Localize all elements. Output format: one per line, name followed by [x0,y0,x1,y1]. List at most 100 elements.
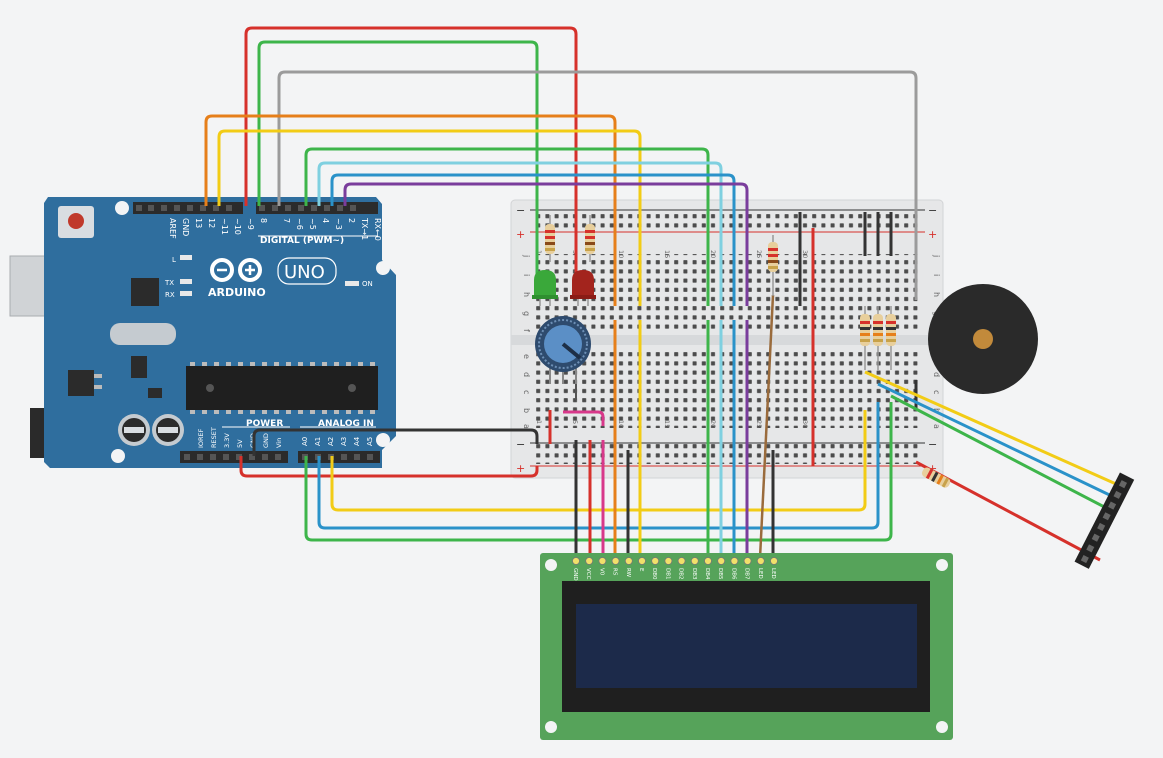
breadboard-row-letter: g [522,311,531,316]
lcd-pin-label: E [638,568,644,572]
rail-minus-bl: − [516,438,525,451]
arduino-analog-pin-label: A3 [340,437,348,446]
breadboard-column-number: 25 [755,420,763,428]
wire-blue-a1 [317,402,880,530]
arduino-analog-pin-label: A0 [301,437,309,446]
arduino-pin-label: 2 [347,218,356,223]
breadboard-row-letter: h [932,292,941,297]
lcd-pin-label: RW [625,568,631,578]
arduino-analog-pin-label: A2 [327,437,335,446]
on-label: ON [362,280,373,288]
breadboard-row-letter: a [522,424,531,429]
arduino-pin-label: RX←0 [373,218,382,241]
arduino-power-pin-label: 5V [236,439,244,448]
lcd-pin [770,557,778,565]
lcd-pin-label: GND [572,568,578,581]
arduino-analog-pin-label: A1 [314,437,322,446]
lcd-pin-label: DB0 [651,568,657,580]
wire-yellow-a2 [330,410,867,512]
wire-gray-pin7 [277,70,918,300]
breadboard-row-letter: f [522,329,531,332]
led-green [532,270,558,306]
breadboard-column-number: 15 [663,250,671,258]
lcd-pin [704,557,712,565]
rail-plus-br: + [928,462,937,475]
lcd-pin [664,557,673,565]
rail-plus-bl: + [516,462,525,475]
lcd-pin-label: LED [757,568,763,579]
header-power [180,451,288,463]
arduino-analog-pin-label: A4 [353,436,361,446]
breadboard-column-number: 25 [755,250,763,258]
lcd-pin-label: V0 [598,568,604,576]
lcd-pin [611,557,620,565]
arduino-pin-label: ~11 [220,218,229,235]
breadboard-row-letter: e [522,354,531,359]
atmega-chip [186,366,378,410]
wire-green-pin5 [304,147,710,306]
arduino-pin-label: 12 [207,218,216,228]
lcd-pin [651,557,660,565]
lcd-pin [756,557,765,565]
breadboard-row-letter: d [932,372,941,377]
lcd-pin-label: LED [770,568,776,579]
rx-label: RX [165,291,175,299]
lcd-pin [638,557,646,565]
lcd-pin [717,557,726,565]
wire-green-a0 [304,402,893,542]
wires [204,26,1126,562]
resistors-triple [860,306,896,370]
piezo-buzzer [928,284,1038,394]
wire-blue-pin3 [330,173,736,306]
breadboard-row-letter: b [522,408,531,413]
wire-green-pin8 [257,40,539,284]
arduino-pin-label: 13 [194,218,203,228]
arduino-power-pin-label: Vin [275,438,283,448]
resistor-keypad [921,467,951,488]
arduino-power-pin-label: GND [262,433,270,448]
voltage-regulator [68,370,94,396]
wire-red-5v [239,456,539,478]
breadboard-row-letter: c [522,390,531,394]
breadboard-column-number: 20 [709,420,717,428]
l-label: L [172,256,176,264]
arduino-pin-label: ~9 [246,218,255,230]
lcd-pin-label: DB6 [730,568,736,580]
arduino-pin-label: GND [181,218,190,236]
potentiometer[interactable] [535,316,591,384]
arduino-logo [210,258,262,282]
lcd-pin-label: DB5 [717,568,723,580]
arduino-power-pin-label: RESET [210,427,218,448]
lcd-pin [743,557,752,565]
breadboard-column-number: 10 [617,250,625,258]
lcd-pin-label: DB1 [664,568,670,580]
breadboard-row-letter: c [932,390,941,394]
lcd-pin [624,557,633,565]
arduino-pin-label: ~10 [233,218,242,235]
wire-black-gnd [252,428,539,456]
usb-chip [131,278,159,306]
digital-label: DIGITAL (PWM~) [260,236,344,246]
keypad-connector [1074,472,1135,569]
breadboard: − + − + − + − + jjiihhggffeeddccbbaa 115… [510,199,944,479]
wire-purple-pin2 [343,182,749,306]
breadboard-row-letter: i [522,274,531,276]
arduino-pin-label: 7 [282,218,291,223]
breadboard-row-letter: a [932,424,941,429]
brand-label: ARDUINO [208,286,266,299]
lcd-pin-label: DB3 [691,568,697,580]
breadboard-column-number: 15 [663,420,671,428]
lcd-pin [572,557,580,565]
analog-label: ANALOG IN [318,419,374,429]
lcd-pin-label: VCC [585,568,591,580]
arduino-pin-label: ~5 [308,218,317,230]
breadboard-column-number: 1 [535,250,543,254]
lcd-pin-label: DB7 [744,568,750,580]
wire-red-pin9 [244,26,578,280]
rail-minus-tl: − [516,204,525,217]
arduino-pin-label: ~3 [334,218,343,230]
breadboard-row-letter: h [522,292,531,297]
